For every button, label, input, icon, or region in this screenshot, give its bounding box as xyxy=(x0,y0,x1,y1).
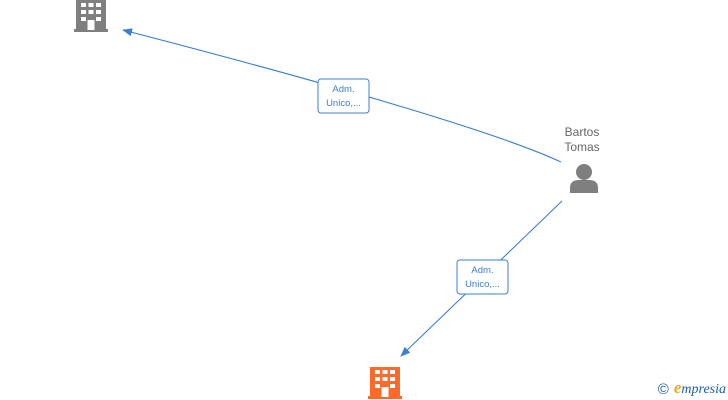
brand-logo: empresia xyxy=(673,378,726,397)
person-node[interactable]: Bartos Tomas xyxy=(564,125,600,193)
brand-initial: e xyxy=(673,378,682,397)
brand-name: mpresia xyxy=(681,382,726,397)
edge-label-line1: Adm. xyxy=(471,265,493,276)
edge-line xyxy=(122,28,562,163)
copyright-symbol: © xyxy=(657,380,669,398)
person-name-line1: Bartos xyxy=(565,125,600,139)
edge-person-to-company-top[interactable]: Adm. Unico,... xyxy=(122,28,562,163)
brand-watermark: © empresia xyxy=(657,378,726,398)
person-name-line2: Tomas xyxy=(564,140,599,154)
edge-label-box xyxy=(317,78,370,114)
edge-label-line1: Adm. xyxy=(332,84,354,95)
company-node-bottom[interactable] xyxy=(368,367,402,399)
edge-label-line2: Unico,... xyxy=(326,98,361,109)
person-icon xyxy=(570,164,598,193)
edge-label[interactable]: Adm. Unico,... xyxy=(317,78,370,114)
edge-person-to-company-bottom[interactable]: Adm. Unico,... xyxy=(400,200,563,357)
building-icon xyxy=(368,367,402,399)
edge-label-box xyxy=(456,259,509,295)
edge-label-line2: Unico,... xyxy=(465,279,500,290)
edge-label[interactable]: Adm. Unico,... xyxy=(456,259,509,295)
company-node-top[interactable] xyxy=(74,0,108,32)
building-icon xyxy=(74,0,108,32)
